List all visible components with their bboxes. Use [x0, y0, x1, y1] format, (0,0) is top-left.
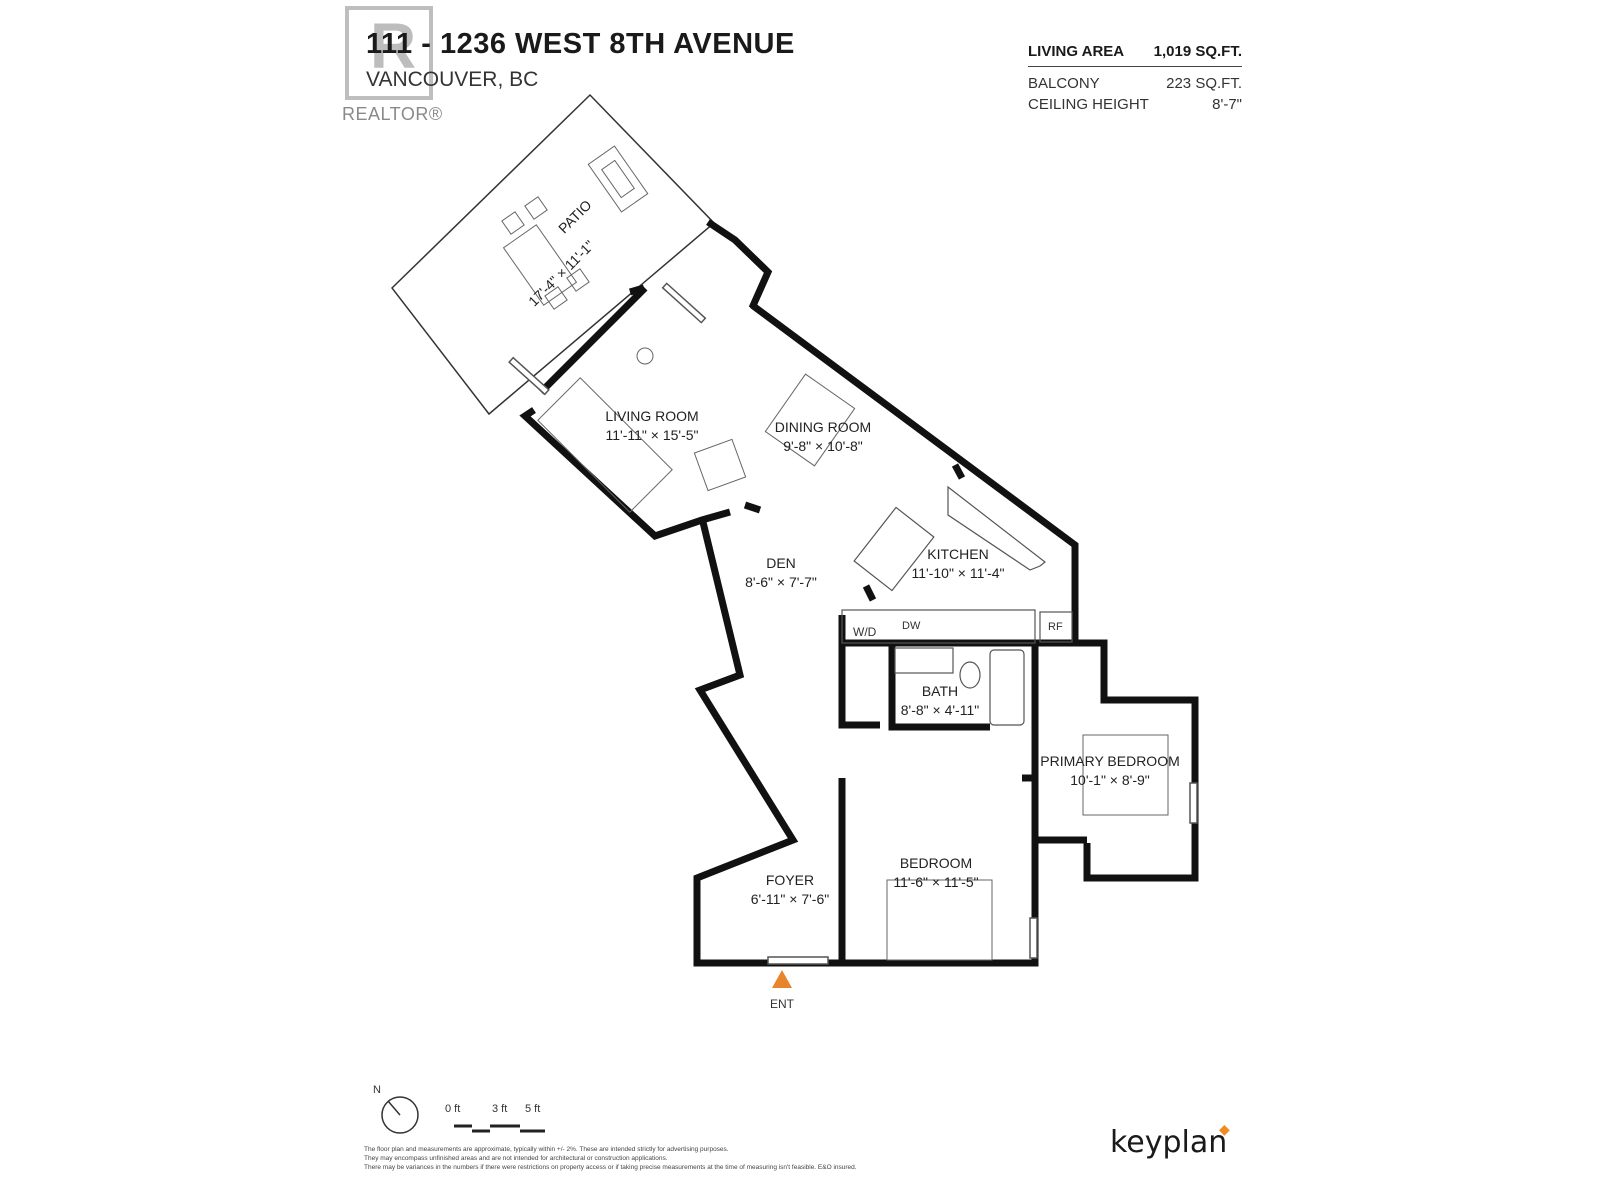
- windows: [508, 282, 1198, 965]
- room-label-foyer: FOYER: [765, 872, 815, 888]
- north-label: N: [373, 1084, 381, 1096]
- living-furniture: [537, 347, 856, 513]
- ceiling-row: CEILING HEIGHT 8'-7": [1028, 96, 1242, 113]
- room-dims-kitchen: 11'-10" × 11'-4": [911, 565, 1005, 581]
- bath-fixtures: [894, 647, 1025, 726]
- room-dims-living: 11'-11" × 15'-5": [605, 427, 699, 443]
- room-dims-bedroom: 11'-6" × 11'-5": [893, 874, 979, 890]
- dishwasher-label: DW: [902, 620, 921, 632]
- keyplan-flame-icon: ◆: [1219, 1121, 1230, 1137]
- keyplan-logo: keyplan: [1110, 1125, 1228, 1160]
- patio-outline: [390, 93, 716, 416]
- scale-label-5: 5 ft: [525, 1103, 541, 1115]
- disclaimer: The floor plan and measurements are appr…: [364, 1146, 857, 1171]
- room-dims-den: 8'-6" × 7'-7": [745, 574, 817, 590]
- room-label-den: DEN: [766, 555, 796, 571]
- beds: [886, 734, 1169, 961]
- kitchen-counters: [841, 485, 1073, 644]
- room-label-living: LIVING ROOM: [605, 408, 699, 424]
- scale-label-3: 3 ft: [492, 1103, 508, 1115]
- exterior-walls: [519, 219, 1199, 967]
- balcony-row: BALCONY 223 SQ.FT.: [1028, 75, 1242, 92]
- room-label-bath: BATH: [921, 683, 959, 699]
- room-label-dining: DINING ROOM: [774, 419, 872, 435]
- room-dims-primary-bedroom: 10'-1" × 8'-9": [1070, 772, 1150, 788]
- room-label-primary-bedroom: PRIMARY BEDROOM: [1040, 753, 1180, 769]
- address-city: VANCOUVER, BC: [366, 68, 539, 91]
- room-label-bedroom: BEDROOM: [899, 855, 973, 871]
- scale-label-0: 0 ft: [445, 1103, 461, 1115]
- room-dims-dining: 9'-8" × 10'-8": [783, 438, 863, 454]
- room-dims-foyer: 6'-11" × 7'-6": [750, 891, 830, 907]
- room-dims-bath: 8'-8" × 4'-11": [900, 702, 980, 718]
- realtor-logo: R REALTOR®: [342, 6, 442, 124]
- entrance-label: ENT: [770, 997, 794, 1011]
- refrigerator-label: RF: [1048, 621, 1063, 633]
- patio-furniture: [501, 145, 649, 310]
- north-arrow: [381, 1096, 419, 1134]
- living-area-row: LIVING AREA 1,019 SQ.FT.: [1028, 42, 1242, 60]
- scale-bar: [454, 1124, 545, 1133]
- washer-dryer-label: W/D: [853, 625, 877, 639]
- room-label-kitchen: KITCHEN: [927, 546, 989, 562]
- entry-marker: [772, 970, 792, 988]
- address-title: 111 - 1236 WEST 8TH AVENUE: [366, 28, 795, 60]
- area-summary: LIVING AREA 1,019 SQ.FT. BALCONY 223 SQ.…: [1028, 38, 1242, 115]
